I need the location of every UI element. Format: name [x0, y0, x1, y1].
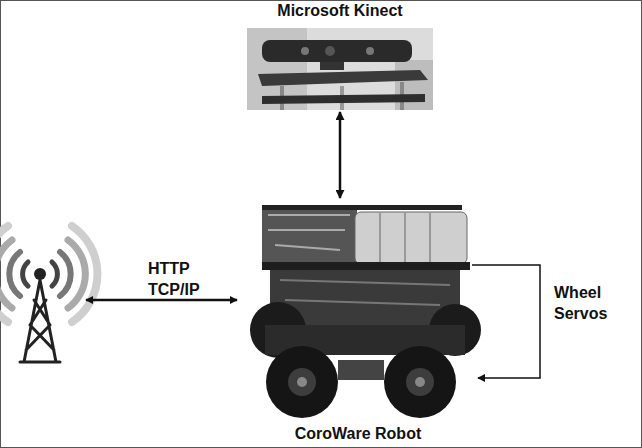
photo-node: Microsoft Kinect	[241, 0, 439, 110]
link-arrow	[86, 299, 237, 302]
kinect-photo	[247, 28, 433, 110]
annotation-label: HTTP TCP/IP	[148, 258, 220, 300]
annotation-label: Wheel Servos	[554, 282, 638, 324]
node-title: Microsoft Kinect	[241, 1, 439, 21]
node-title: CoroWare Robot	[239, 424, 477, 444]
photo-node: CoroWare Robot	[239, 200, 477, 448]
servo-bracket	[472, 265, 540, 378]
wireless-tower	[0, 226, 97, 362]
robot-photo	[250, 205, 481, 418]
connector-arrow	[339, 112, 342, 198]
